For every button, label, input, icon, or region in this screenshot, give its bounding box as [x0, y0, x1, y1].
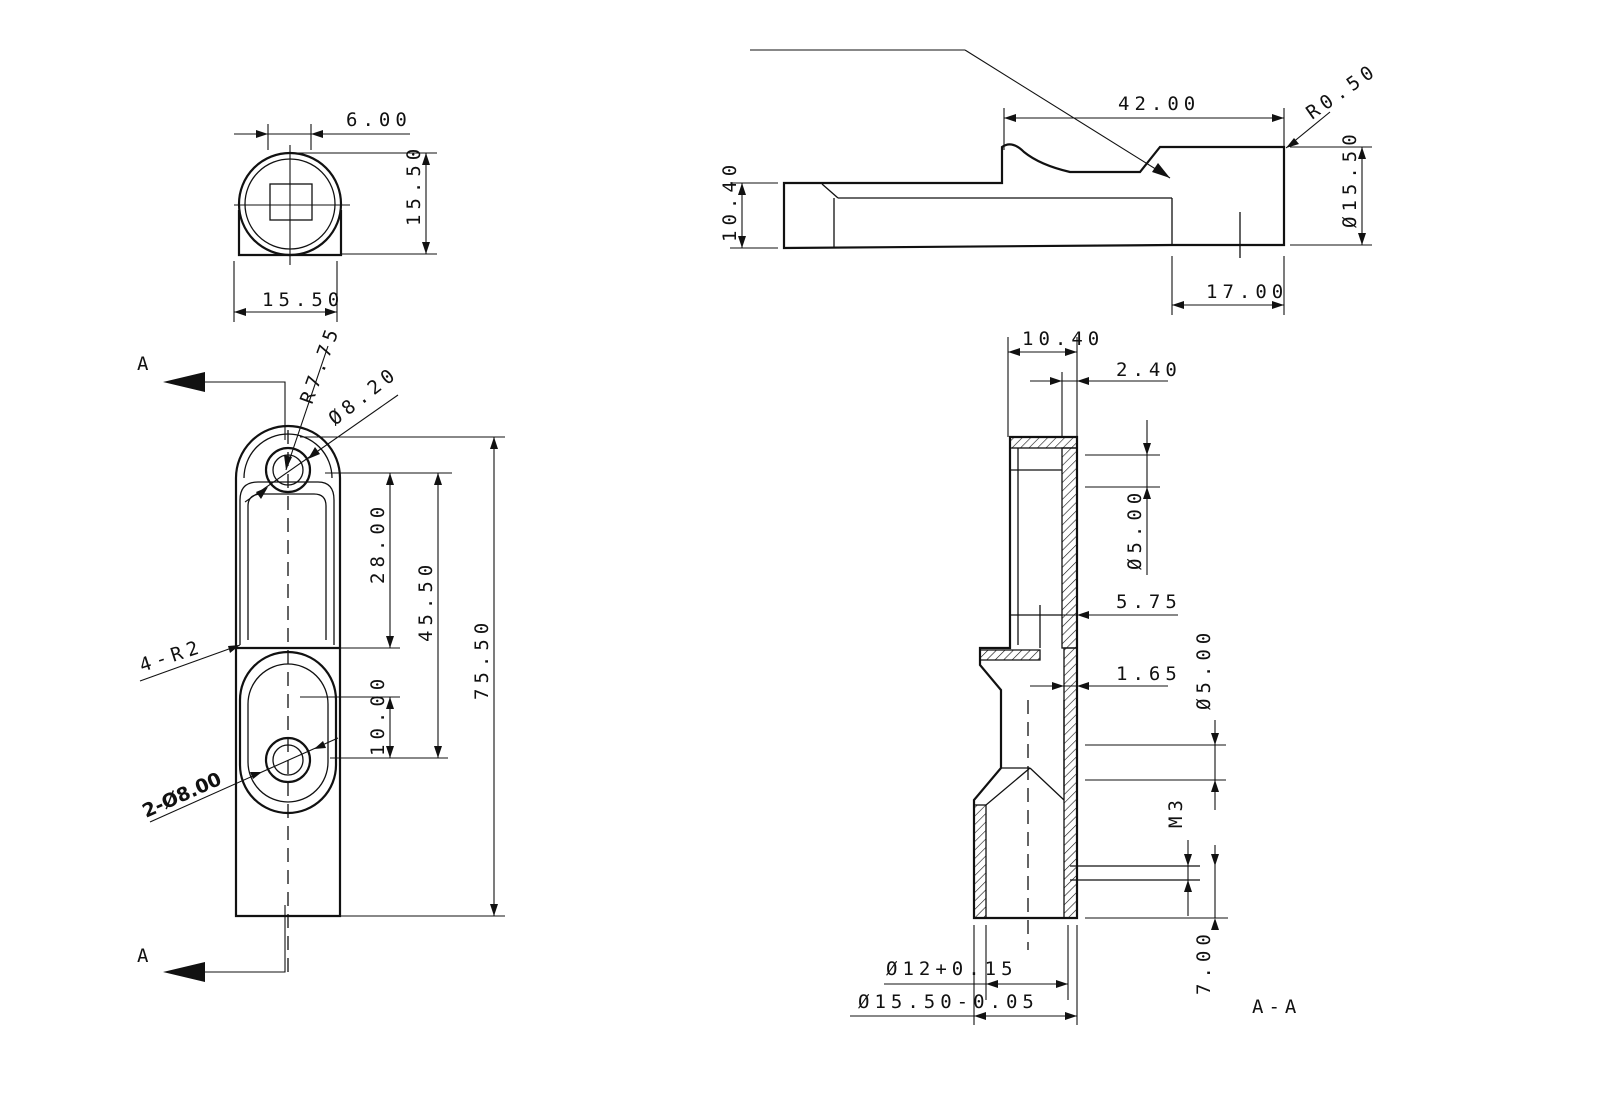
section-a-a-view: 10.40 2.40 Ø5.00 5.75 1.65 Ø5.00 M3 [850, 328, 1301, 1025]
body-outline [234, 424, 342, 918]
section-title: A-A [1252, 996, 1301, 1018]
dim-label-28: 28.00 [367, 502, 389, 584]
dim-label-dia-15-50: Ø15.50 [1339, 129, 1361, 228]
dim-label-75-50: 75.50 [471, 618, 493, 700]
dim-label-dia-12: Ø12+0.15 [886, 958, 1018, 980]
dim-label-2-dia-8: 2-Ø8.00 [139, 768, 225, 822]
top-end-view: 6.00 15.50 15.50 [233, 109, 437, 322]
dim-label-r775: R7.75 [296, 322, 345, 407]
dim-label-1-65: 1.65 [1116, 663, 1182, 685]
dim-label-45-50: 45.50 [415, 560, 437, 642]
dim-label-dia-15-50-tol: Ø15.50-0.05 [858, 991, 1039, 1013]
dim-label-15-50-h: 15.50 [262, 289, 344, 311]
dim-label-15-50-v: 15.50 [403, 144, 425, 226]
dim-label-dia-5-top: Ø5.00 [1124, 488, 1146, 570]
dim-label-42: 42.00 [1118, 93, 1200, 115]
section-hatch-left [973, 804, 987, 919]
section-mark-bottom: A [137, 945, 153, 967]
dim-label-m3: M3 [1165, 795, 1187, 828]
dim-label-dia-8-20: Ø8.20 [325, 362, 403, 430]
upper-slot [239, 481, 335, 645]
dim-label-4-r2: 4-R2 [137, 636, 206, 677]
dim-label-6: 6.00 [346, 109, 412, 131]
side-body [782, 143, 1286, 250]
dim-label-10-40: 10.40 [719, 160, 741, 242]
lower-slot [238, 650, 338, 815]
section-mark-top: A [137, 353, 153, 375]
dim-label-r050: R0.50 [1302, 59, 1382, 124]
top-hole [264, 446, 312, 494]
section-hatch-wall [1061, 447, 1078, 649]
section-hatch-lower [1063, 647, 1078, 919]
front-plan-view: A A R7.75 Ø8.20 4-R2 2-Ø8.00 28.00 45.50 [137, 322, 505, 982]
square-slot [269, 183, 313, 221]
dim-label-17: 17.00 [1206, 281, 1288, 303]
dim-label-5-75: 5.75 [1116, 591, 1182, 613]
dim-label-dia-5-mid: Ø5.00 [1193, 628, 1215, 710]
side-elevation-view: 42.00 R0.50 Ø15.50 10.40 17.00 [719, 49, 1382, 315]
dim-label-10: 10.00 [367, 674, 389, 756]
dim-label-2-40: 2.40 [1116, 359, 1182, 381]
dim-label-sec-10-40: 10.40 [1022, 328, 1104, 350]
section-hatch-step [979, 649, 1041, 661]
dim-label-7: 7.00 [1193, 929, 1215, 995]
section-hatch-top [1009, 436, 1078, 449]
